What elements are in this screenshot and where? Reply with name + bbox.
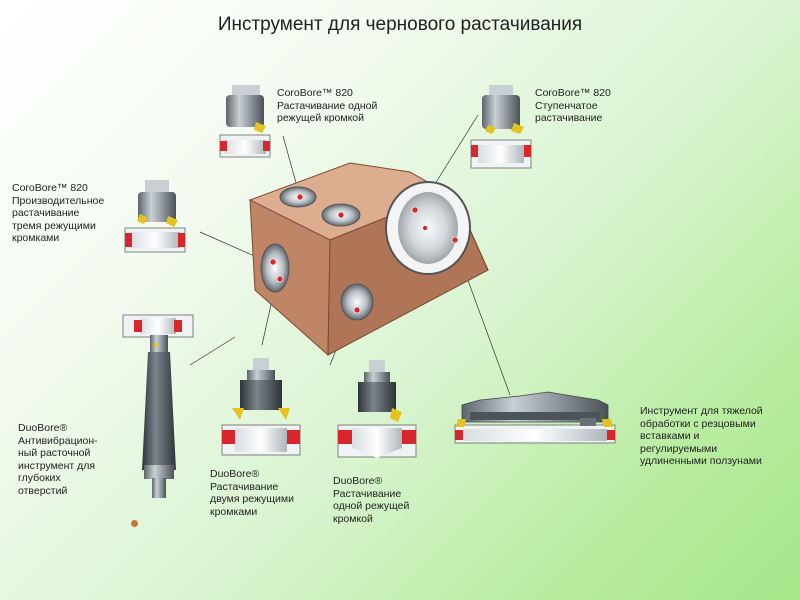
insert-icon [254, 122, 266, 133]
tool-duobore-one [337, 360, 417, 458]
insert-icon [166, 216, 178, 227]
insert-icon [456, 419, 466, 427]
tool-heavy-duty [454, 391, 616, 444]
insert-icon [390, 408, 402, 422]
label-duobore-antivib: DuoBore® Антивибрацион- ный расточной ин… [18, 422, 98, 497]
bullet-dot [131, 520, 138, 527]
hole-front [340, 283, 374, 321]
insert-icon [232, 408, 244, 420]
label-duobore-one: DuoBore® Растачивание одной режущей кром… [333, 475, 410, 525]
tool-duobore-two [221, 358, 301, 456]
tool-corobore-step [470, 85, 532, 169]
label-duobore-two: DuoBore® Растачивание двумя режущими кро… [210, 468, 294, 518]
label-corobore-step: CoroBore™ 820 Ступенчатое растачивание [535, 87, 611, 124]
tool-duobore-antivib [122, 314, 194, 498]
hole-left-side [260, 243, 290, 293]
bore-markers [269, 193, 459, 314]
tool-corobore-single [219, 85, 271, 158]
workpiece-block [248, 162, 489, 357]
label-corobore-three: CoroBore™ 820 Производительное растачива… [12, 182, 105, 244]
label-corobore-single: CoroBore™ 820 Растачивание одной режущей… [277, 87, 378, 124]
insert-icon [511, 123, 524, 134]
label-heavy-tool: Инструмент для тяжелой обработки с резцо… [640, 405, 763, 467]
slide-title: Инструмент для чернового растачивания [217, 14, 583, 35]
tool-corobore-three [124, 180, 186, 253]
insert-icon [154, 343, 157, 347]
